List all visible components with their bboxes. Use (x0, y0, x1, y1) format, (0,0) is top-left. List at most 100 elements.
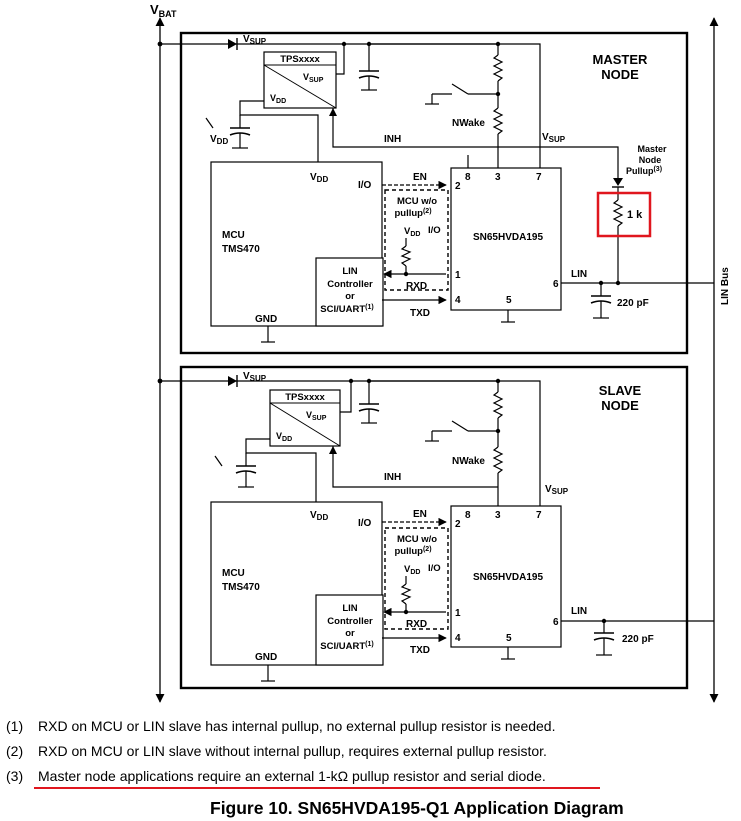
resistor-icon (400, 245, 412, 267)
footnote-2: (2)RXD on MCU or LIN slave without inter… (6, 743, 547, 759)
svg-text:NODE: NODE (601, 398, 639, 413)
svg-text:I/O: I/O (428, 563, 441, 574)
svg-text:5: 5 (506, 633, 512, 644)
svg-text:RXD: RXD (406, 619, 427, 630)
mcu-wo-pullup-box (384, 189, 449, 291)
figure-caption: Figure 10. SN65HVDA195-Q1 Application Di… (210, 798, 624, 818)
vbat-label: VBAT (150, 2, 177, 19)
footnote-number: (3) (6, 768, 24, 784)
svg-text:220 pF: 220 pF (617, 298, 649, 309)
svg-text:GND: GND (255, 652, 277, 663)
svg-text:VDD: VDD (310, 172, 328, 184)
footnote-text: RXD on MCU or LIN slave without internal… (38, 743, 547, 759)
transceiver-chip (450, 505, 562, 648)
svg-text:NWake: NWake (452, 456, 485, 467)
svg-text:3: 3 (495, 510, 501, 521)
svg-text:SCI/UART(1): SCI/UART(1) (320, 304, 373, 315)
svg-text:6: 6 (553, 279, 559, 290)
svg-text:Node: Node (639, 155, 662, 165)
master-node-title-2: NODE (601, 67, 639, 82)
svg-text:7: 7 (536, 172, 542, 183)
svg-text:EN: EN (413, 172, 427, 183)
svg-text:VSUP: VSUP (243, 371, 267, 383)
svg-text:8: 8 (465, 510, 471, 521)
lin-controller (315, 594, 384, 666)
master-node: MASTER NODE VSUP TPSxxxx VSUP VDD INH (157, 31, 714, 355)
svg-text:RXD: RXD (406, 281, 427, 292)
diode-icon (228, 39, 237, 49)
slave-node: SLAVE NODE VSUP TPSxxxx VSUP VDD INH (157, 365, 714, 690)
resistor-icon (492, 446, 504, 474)
tps-regulator (263, 51, 337, 109)
svg-text:EN: EN (413, 509, 427, 520)
diode-icon (613, 178, 623, 186)
svg-text:VDD: VDD (276, 431, 292, 443)
tps-regulator (269, 389, 341, 447)
svg-text:MCU: MCU (222, 568, 245, 579)
nwake-label: NWake (452, 118, 485, 129)
svg-text:TXD: TXD (410, 645, 430, 656)
svg-text:4: 4 (455, 633, 461, 644)
svg-text:GND: GND (255, 314, 277, 325)
resistor-icon (400, 583, 412, 605)
svg-text:LIN: LIN (342, 266, 357, 277)
svg-text:TMS470: TMS470 (222, 582, 260, 593)
svg-text:1: 1 (455, 270, 461, 281)
svg-text:5: 5 (506, 295, 512, 306)
svg-text:VSUP: VSUP (545, 484, 569, 496)
svg-text:pullup(2): pullup(2) (394, 208, 431, 219)
svg-text:VDD: VDD (210, 134, 228, 146)
slave-node-title: SLAVE (599, 383, 642, 398)
svg-text:SN65HVDA195: SN65HVDA195 (473, 572, 543, 583)
footnote-text: Master node applications require an exte… (38, 768, 546, 784)
svg-text:MCU w/o: MCU w/o (397, 534, 437, 545)
footnote-3-underline (34, 787, 600, 789)
svg-text:I/O: I/O (358, 518, 372, 529)
pullup-label: Master (637, 144, 667, 154)
svg-text:Controller: Controller (327, 279, 373, 290)
svg-text:VDD: VDD (270, 93, 286, 105)
svg-text:or: or (345, 628, 355, 639)
svg-text:TPSxxxx: TPSxxxx (285, 392, 325, 403)
footnote-3: (3) Master node applications require an e… (6, 768, 546, 784)
svg-text:INH: INH (384, 472, 401, 483)
svg-text:220 pF: 220 pF (622, 634, 654, 645)
resistor-value: 1 k (627, 209, 643, 221)
svg-text:MCU w/o: MCU w/o (397, 196, 437, 207)
footnote-text: RXD on MCU or LIN slave has internal pul… (38, 718, 556, 734)
diode-icon (228, 376, 237, 386)
svg-text:I/O: I/O (358, 180, 372, 191)
svg-text:SCI/UART(1): SCI/UART(1) (320, 641, 373, 652)
svg-text:4: 4 (455, 295, 461, 306)
resistor-icon (492, 391, 504, 419)
svg-text:pullup(2): pullup(2) (394, 546, 431, 557)
svg-text:TXD: TXD (410, 308, 430, 319)
svg-text:Controller: Controller (327, 616, 373, 627)
svg-text:8: 8 (465, 172, 471, 183)
mcu-wo-pullup-box (384, 527, 449, 630)
svg-text:VDD: VDD (404, 226, 420, 238)
svg-text:7: 7 (536, 510, 542, 521)
inh-label: INH (384, 134, 401, 145)
pullup-resistor-highlight (596, 191, 652, 238)
svg-text:LIN: LIN (571, 606, 587, 617)
svg-text:VSUP: VSUP (303, 72, 324, 84)
svg-text:2: 2 (455, 181, 461, 192)
slave-node-frame (179, 365, 689, 690)
footnote-1: (1)RXD on MCU or LIN slave has internal … (6, 718, 556, 734)
svg-text:VSUP: VSUP (306, 410, 327, 422)
svg-text:or: or (345, 291, 355, 302)
svg-text:6: 6 (553, 617, 559, 628)
master-node-frame (179, 31, 689, 355)
svg-text:VDD: VDD (404, 564, 420, 576)
resistor-icon (492, 54, 504, 82)
svg-text:Pullup(3): Pullup(3) (626, 166, 662, 176)
resistor-icon (612, 199, 624, 227)
mcu-label: MCU (222, 230, 245, 241)
chip-label: SN65HVDA195 (473, 232, 543, 243)
vsup-label: VSUP (243, 34, 267, 46)
tps-label: TPSxxxx (280, 54, 320, 65)
svg-text:LIN: LIN (342, 603, 357, 614)
application-diagram: VBAT LIN Bus MASTER NODE VSUP TPSxxxx VS… (150, 2, 731, 703)
resistor-icon (492, 107, 504, 135)
